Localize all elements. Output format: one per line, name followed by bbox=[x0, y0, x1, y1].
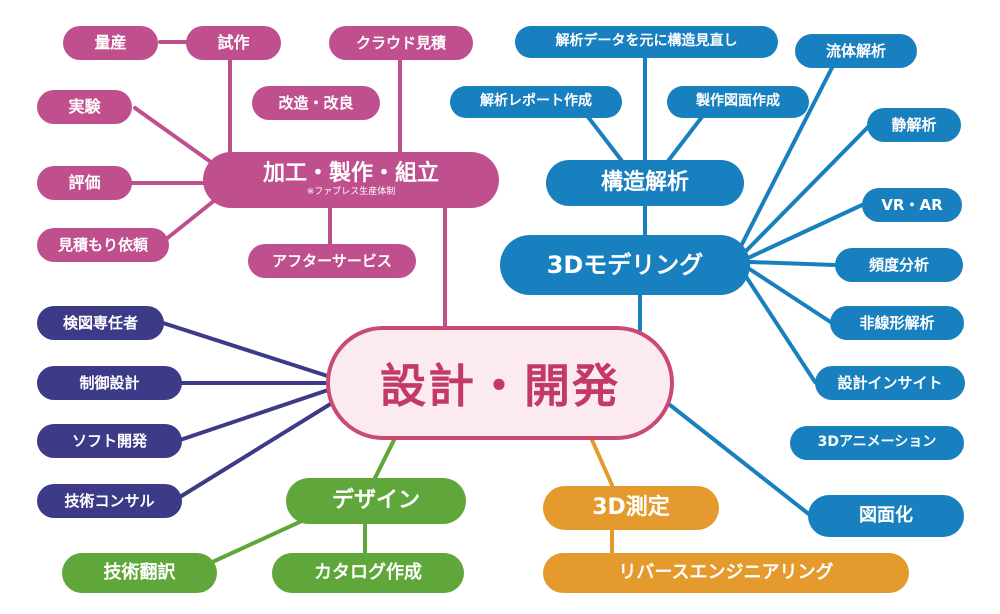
fabrication-hub-label: 加工・製作・組立 bbox=[262, 160, 439, 186]
fabrication-item-node: 実験 bbox=[37, 90, 132, 124]
node-label: ソフト開発 bbox=[71, 431, 147, 450]
fabrication-item-node: アフターサービス bbox=[248, 244, 416, 278]
design-item-node: 技術翻訳 bbox=[62, 553, 217, 593]
modeling-item-node: 静解析 bbox=[867, 108, 961, 142]
node-label: 図面化 bbox=[859, 505, 913, 527]
node-label: VR・AR bbox=[881, 195, 943, 214]
node-label: カタログ作成 bbox=[314, 562, 422, 584]
node-label: 改造・改良 bbox=[278, 93, 354, 112]
engineering-item-node: ソフト開発 bbox=[37, 424, 182, 458]
design-item-node: カタログ作成 bbox=[272, 553, 464, 593]
node-label: アフターサービス bbox=[272, 251, 392, 270]
modeling-item-node: 頻度分析 bbox=[835, 248, 963, 282]
engineering-item-node: 制御設計 bbox=[37, 366, 182, 400]
node-label: 3Dアニメーション bbox=[817, 434, 937, 451]
node-label: 頻度分析 bbox=[868, 255, 929, 274]
analysis-item-node: 解析データを元に構造見直し bbox=[515, 26, 778, 58]
measurement-item-node: リバースエンジニアリング bbox=[543, 553, 909, 593]
node-label: 見積もり依頼 bbox=[57, 235, 148, 254]
node-label: 試作 bbox=[217, 33, 250, 53]
analysis-item-node: 解析レポート作成 bbox=[450, 86, 622, 118]
node-label: 評価 bbox=[68, 173, 101, 193]
node-label: 解析レポート作成 bbox=[480, 93, 592, 110]
node-label: 構造解析 bbox=[600, 169, 689, 195]
fabrication-item-node: クラウド見積 bbox=[329, 26, 473, 60]
fabrication-hub-note: ※ファブレス生産体制 bbox=[306, 187, 396, 198]
node-label: 静解析 bbox=[891, 115, 937, 134]
node-label: 技術翻訳 bbox=[103, 562, 176, 584]
fabrication-item-node: 量産 bbox=[63, 26, 158, 60]
structural-analysis-node: 構造解析 bbox=[546, 160, 744, 206]
node-label: 技術コンサル bbox=[64, 491, 155, 510]
node-label: クラウド見積 bbox=[355, 33, 446, 52]
modeling-hub-node: 3Dモデリング bbox=[500, 235, 750, 295]
modeling-item-node: 3Dアニメーション bbox=[790, 426, 964, 460]
node-label: 検図専任者 bbox=[62, 313, 138, 332]
modeling-item-node: 設計インサイト bbox=[815, 366, 965, 400]
engineering-item-node: 検図専任者 bbox=[37, 306, 164, 340]
node-label: リバースエンジニアリング bbox=[618, 562, 834, 584]
measurement-hub-node: 3D測定 bbox=[543, 486, 719, 530]
modeling-item-node: 非線形解析 bbox=[830, 306, 964, 340]
node-label: 流体解析 bbox=[825, 41, 886, 60]
analysis-item-node: 製作図面作成 bbox=[667, 86, 809, 118]
node-label: 製作図面作成 bbox=[696, 93, 780, 110]
node-label: 3Dモデリング bbox=[546, 250, 704, 279]
node-label: 実験 bbox=[68, 97, 101, 117]
node-label: 設計インサイト bbox=[837, 373, 943, 392]
node-label: 非線形解析 bbox=[859, 313, 935, 332]
fabrication-hub-node: 加工・製作・組立 ※ファブレス生産体制 bbox=[203, 152, 499, 208]
design-hub-node: デザイン bbox=[286, 478, 466, 524]
node-label: 量産 bbox=[94, 33, 127, 53]
modeling-item-node: 流体解析 bbox=[795, 34, 917, 68]
engineering-item-node: 技術コンサル bbox=[37, 484, 182, 518]
fabrication-item-node: 評価 bbox=[37, 166, 132, 200]
node-label: 解析データを元に構造見直し bbox=[555, 33, 738, 50]
modeling-item-node: 図面化 bbox=[808, 495, 964, 537]
fabrication-item-node: 改造・改良 bbox=[252, 86, 380, 120]
fabrication-item-node: 試作 bbox=[186, 26, 281, 60]
modeling-item-node: VR・AR bbox=[862, 188, 962, 222]
node-label: 制御設計 bbox=[79, 373, 140, 392]
node-label: 3D測定 bbox=[592, 494, 670, 520]
node-label: デザイン bbox=[331, 487, 420, 513]
center-node: 設計・開発 bbox=[326, 326, 674, 440]
fabrication-item-node: 見積もり依頼 bbox=[37, 228, 169, 262]
